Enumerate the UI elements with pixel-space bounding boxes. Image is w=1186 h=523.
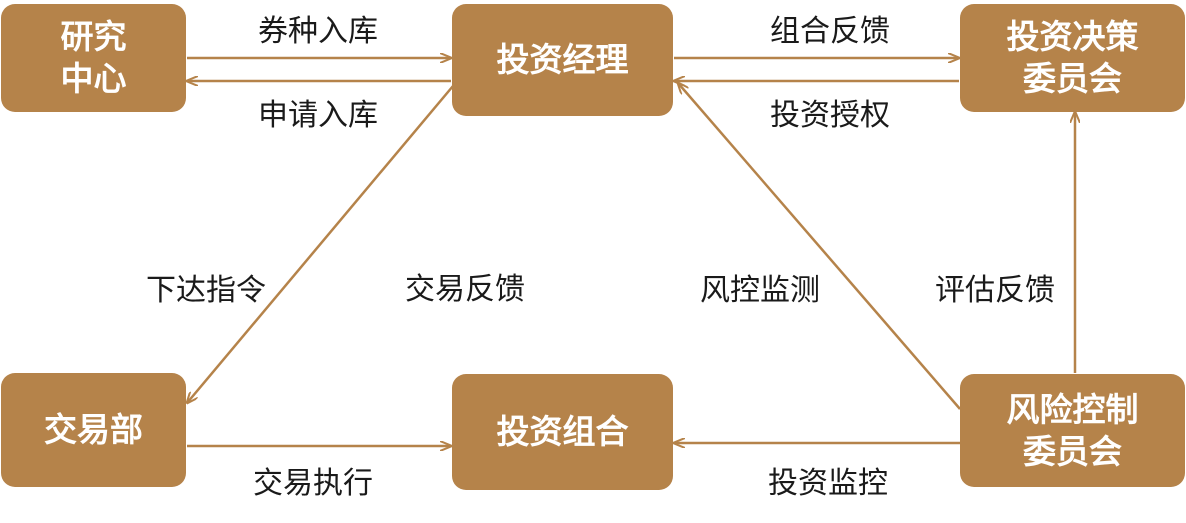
node-committee-line1: 投资决策 xyxy=(1006,17,1139,56)
node-investment-portfolio: 投资组合 xyxy=(452,374,673,490)
node-research-center: 研究 中心 xyxy=(1,4,186,112)
label-manager-to-committee: 组合反馈 xyxy=(770,14,890,49)
label-risk-to-committee: 评估反馈 xyxy=(935,273,1055,308)
label-trading-to-portfolio: 交易执行 xyxy=(253,466,373,501)
node-trading-label: 交易部 xyxy=(44,410,143,449)
label-committee-to-manager: 投资授权 xyxy=(770,98,890,133)
node-trading-department: 交易部 xyxy=(1,373,186,487)
label-risk-to-manager: 风控监测 xyxy=(700,273,820,308)
label-trading-feedback: 交易反馈 xyxy=(405,272,525,307)
node-investment-committee: 投资决策 委员会 xyxy=(960,4,1185,112)
node-manager-label: 投资经理 xyxy=(496,40,629,79)
edge-manager-to-trading xyxy=(187,85,454,403)
node-investment-manager: 投资经理 xyxy=(452,4,673,116)
node-portfolio-label: 投资组合 xyxy=(496,412,629,451)
label-risk-to-portfolio: 投资监控 xyxy=(768,466,888,501)
node-research-line1: 研究 xyxy=(60,17,127,56)
edge-risk-to-manager xyxy=(678,83,961,410)
label-manager-to-research: 申请入库 xyxy=(258,98,378,133)
node-committee-line2: 委员会 xyxy=(1023,59,1122,98)
node-risk-line2: 委员会 xyxy=(1023,431,1122,471)
label-research-to-manager: 券种入库 xyxy=(258,14,378,49)
node-research-line2: 中心 xyxy=(60,59,127,98)
node-risk-line1: 风险控制 xyxy=(1006,389,1139,429)
node-risk-committee: 风险控制 委员会 xyxy=(960,374,1185,487)
label-manager-to-trading: 下达指令 xyxy=(146,273,266,308)
